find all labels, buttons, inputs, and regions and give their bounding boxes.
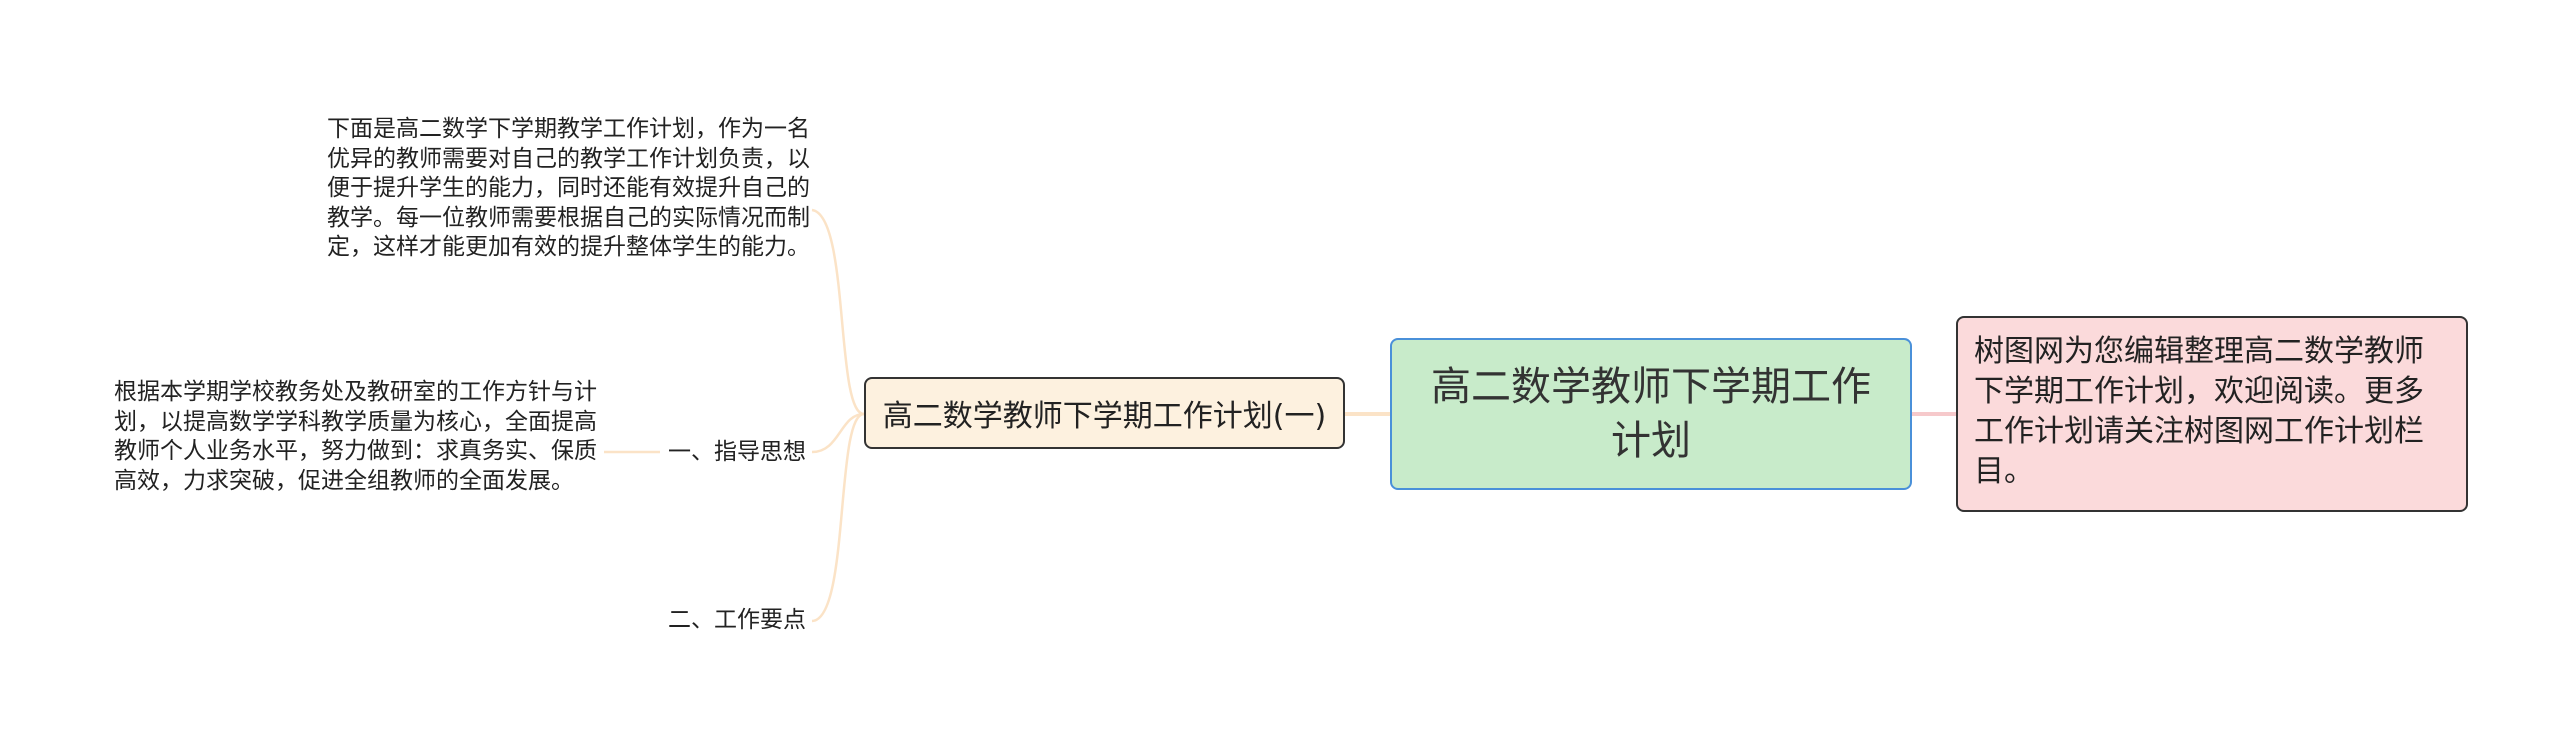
root-node-text: 高二数学教师下学期工作计划	[1431, 364, 1871, 464]
guide-topic[interactable]: 一、指导思想	[668, 439, 806, 465]
branch-node-text: 高二数学教师下学期工作计划(一)	[882, 399, 1327, 434]
points-topic[interactable]: 二、工作要点	[668, 607, 806, 633]
note-node-text: 树图网为您编辑整理高二数学教师下学期工作计划，欢迎阅读。更多工作计划请关注树图网…	[1974, 334, 2424, 489]
link-branch-to-guide	[811, 412, 865, 454]
guide-detail-leaf[interactable]: 根据本学期学校教务处及教研室的工作方针与计划，以提高数学学科教学质量为核心，全面…	[114, 379, 597, 494]
intro-leaf[interactable]: 下面是高二数学下学期教学工作计划，作为一名优异的教师需要对自己的教学工作计划负责…	[327, 116, 810, 260]
link-branch-to-intro	[811, 208, 865, 416]
note-node[interactable]: 树图网为您编辑整理高二数学教师下学期工作计划，欢迎阅读。更多工作计划请关注树图网…	[1956, 316, 2468, 512]
branch-node[interactable]: 高二数学教师下学期工作计划(一)	[864, 377, 1345, 449]
root-node[interactable]: 高二数学教师下学期工作计划	[1390, 338, 1912, 490]
link-branch-to-points	[811, 412, 865, 623]
